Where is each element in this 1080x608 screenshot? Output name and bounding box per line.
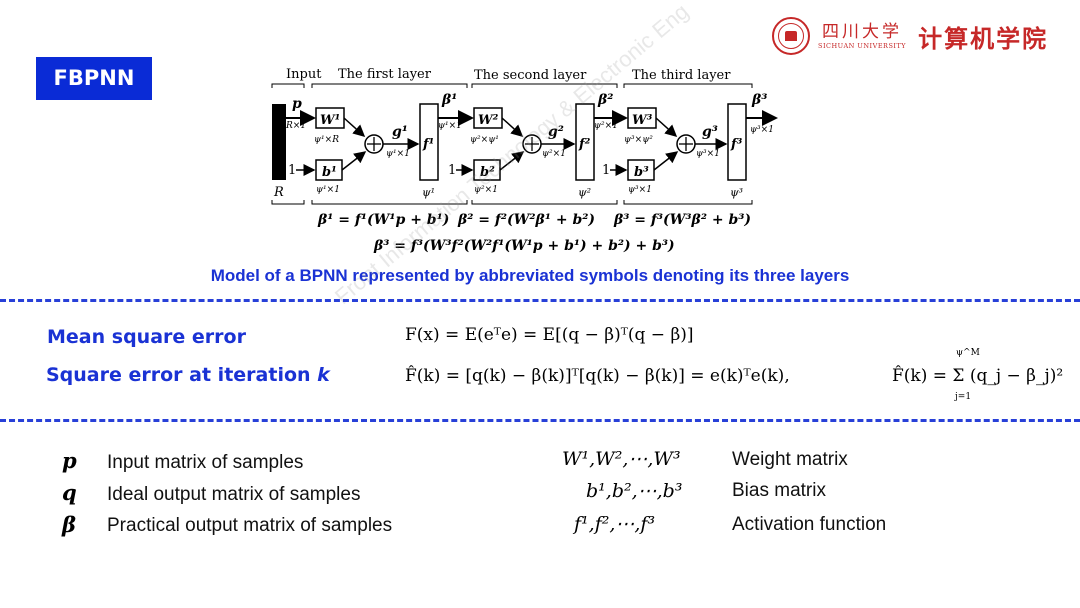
- mse-formula: F(x) = E(eᵀe) = E[(q − β)ᵀ(q − β)]: [405, 325, 694, 345]
- equation-full: β³ = f³(W³f²(W²f¹(W¹p + b¹) + b²) + b³): [373, 238, 675, 254]
- mse-label: Mean square error: [47, 326, 246, 348]
- activation-3: f³: [730, 137, 743, 152]
- weight-dim-2: ψ²×ψ¹: [470, 135, 499, 145]
- bias-dim-1: ψ¹×1: [316, 185, 340, 195]
- bias-1: b¹: [322, 165, 337, 180]
- university-name-en: SICHUAN UNIVERSITY: [818, 42, 907, 50]
- legend-text-activations: Activation function: [732, 514, 887, 535]
- layer-header-1: The first layer: [338, 67, 432, 82]
- legend-text-p: Input matrix of samples: [107, 452, 304, 473]
- legend-text-biases: Bias matrix: [732, 480, 826, 501]
- square-error-label: Square error at iteration k: [46, 364, 330, 386]
- equation-layer-2: β² = f²(W²β¹ + b²): [457, 212, 595, 228]
- square-error-label-text: Square error at iteration: [46, 364, 311, 386]
- sum-dim-2: ψ²×1: [542, 149, 566, 159]
- layer-header-3: The third layer: [632, 68, 731, 83]
- sum-3: g³: [702, 124, 718, 140]
- activation-2: f²: [578, 137, 591, 152]
- legend-text-weights: Weight matrix: [732, 449, 848, 470]
- legend-symbol-q: q: [62, 480, 77, 505]
- sum-dim-3: ψ³×1: [696, 149, 720, 159]
- bias-3: b³: [634, 165, 649, 180]
- figure-caption: Model of a BPNN represented by abbreviat…: [210, 266, 850, 285]
- activation-1: f¹: [422, 137, 434, 152]
- weight-dim-1: ψ¹×R: [314, 135, 339, 145]
- legend-symbol-biases: b¹,b²,⋯,b³: [586, 480, 683, 502]
- weight-2: W²: [478, 113, 499, 128]
- legend-symbol-activations: f¹,f²,⋯,f³: [574, 513, 656, 535]
- input-header: Input: [286, 67, 322, 82]
- layer-size-1: ψ¹: [422, 186, 435, 199]
- layer-size-2: ψ²: [578, 186, 591, 199]
- sum-1: g¹: [392, 124, 408, 140]
- bias-dim-2: ψ²×1: [474, 185, 498, 195]
- slide-tag: FBPNN: [36, 57, 152, 100]
- divider-bottom: [0, 419, 1080, 422]
- output-2: β²: [597, 92, 613, 108]
- legend-symbol-p: p: [62, 448, 77, 473]
- sum-upper-limit: ψ^M: [956, 348, 980, 358]
- university-name: 四川大学 SICHUAN UNIVERSITY: [818, 22, 906, 50]
- legend-text-beta: Practical output matrix of samples: [107, 515, 393, 536]
- output-1: β¹: [441, 92, 457, 108]
- input-p: p: [292, 96, 302, 112]
- layer-header-2: The second layer: [474, 68, 587, 83]
- sum-lower-limit: j=1: [955, 392, 972, 402]
- square-error-sum-formula: F̂(k) = Σ (q_j − β_j)²: [892, 366, 1064, 386]
- svg-text:1: 1: [448, 163, 456, 178]
- bias-dim-3: ψ³×1: [628, 185, 652, 195]
- output-3: β³: [751, 92, 767, 108]
- legend-symbol-weights: W¹,W²,⋯,W³: [562, 448, 681, 470]
- legend-symbol-beta: β: [62, 512, 76, 537]
- sum-dim-1: ψ¹×1: [386, 149, 410, 159]
- sum-2: g²: [548, 124, 564, 140]
- svg-text:1: 1: [602, 163, 610, 178]
- output-dim-2: ψ²×1: [594, 121, 618, 131]
- university-seal-icon: [772, 17, 810, 55]
- square-error-label-k: k: [317, 364, 330, 386]
- equation-layer-1: β¹ = f¹(W¹p + b¹): [317, 212, 449, 228]
- equation-layer-3: β³ = f³(W³β² + b³): [613, 212, 751, 228]
- input-dim: R×1: [285, 121, 306, 131]
- weight-1: W¹: [320, 113, 340, 128]
- divider-top: [0, 299, 1080, 302]
- college-name: 计算机学院: [918, 24, 1049, 53]
- output-dim-1: ψ¹×1: [438, 121, 462, 131]
- layer-size-3: ψ³: [730, 186, 743, 199]
- university-name-cn: 四川大学: [822, 22, 903, 42]
- output-dim-3: ψ³×1: [750, 125, 774, 135]
- university-logo: 四川大学 SICHUAN UNIVERSITY 计算机学院: [772, 14, 1048, 58]
- weight-dim-3: ψ³×ψ²: [624, 135, 653, 145]
- square-error-formula: F̂(k) = [q(k) − β(k)]ᵀ[q(k) − β(k)] = e(…: [405, 366, 790, 386]
- input-R: R: [273, 185, 284, 200]
- svg-text:1: 1: [288, 163, 296, 178]
- weight-3: W³: [632, 113, 653, 128]
- bpnn-diagram: Input The first layer The second layer T…: [271, 67, 778, 254]
- legend-text-q: Ideal output matrix of samples: [107, 484, 361, 505]
- bias-2: b²: [480, 165, 495, 180]
